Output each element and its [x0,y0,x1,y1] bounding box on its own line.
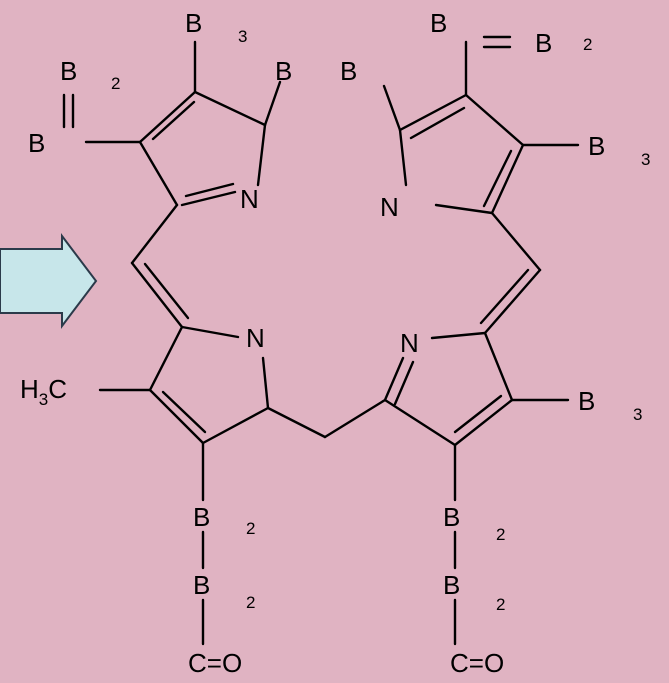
bond [490,211,542,272]
nitrogen-label: N [246,323,265,353]
glyph-label: B [340,56,357,86]
bond [201,406,270,445]
bond [383,356,405,402]
bond [261,356,270,410]
nitrogen-label: N [240,184,259,214]
nitrogen-label: N [380,192,399,222]
bond [409,106,466,140]
bond [490,143,525,215]
bond [479,268,530,325]
bond [148,325,184,392]
glyph-label: B [443,502,460,532]
glyph-label: B [535,28,552,58]
bond [464,93,525,147]
glyph-label: B [28,128,45,158]
subscript-label: 3 [633,405,642,424]
bond [398,93,468,132]
bond [130,203,179,265]
carbonyl-label: C=O [450,648,504,678]
methyl-label: H3C [20,374,67,409]
bond [180,190,237,207]
bond [434,203,494,215]
glyph-label: B [60,56,77,86]
bond [256,123,267,187]
bond [430,331,487,340]
bond [483,331,514,402]
bond-lines [62,35,580,646]
bond [151,100,196,141]
bond [138,90,197,144]
bond [323,398,387,439]
bond [138,140,179,207]
subscript-label: 2 [496,595,505,614]
bond [130,261,184,329]
subscript-label: 2 [246,519,255,538]
nitrogen-label: N [400,328,419,358]
glyph-label: B [588,131,605,161]
bond [383,398,457,447]
bond [143,262,190,320]
subscript-label: 2 [583,35,592,54]
bond [382,84,402,132]
bond [398,128,408,187]
subscript-label: 3 [641,150,650,169]
glyph-label: B [430,8,447,38]
glyph-label: B [193,502,210,532]
bond [266,406,327,439]
bond [483,268,542,335]
bond [161,390,207,434]
glyph-label: B [443,570,460,600]
bond [453,398,514,447]
right-arrow-icon [0,233,98,329]
bond [393,360,415,406]
subscript-label: 2 [111,74,120,93]
bond [180,325,240,339]
subscript-label: 2 [246,593,255,612]
bond [482,149,513,208]
glyph-label: B [185,8,202,38]
glyph-label: B [578,386,595,416]
bond [263,80,282,127]
subscript-label: 3 [238,27,247,46]
carbonyl-label: C=O [188,648,242,678]
atom-labels: N N N N B 3 B B 2 B B B B 2 B 3 H3C B 3 … [20,8,650,678]
subscript-label: 2 [496,525,505,544]
bond [193,90,267,127]
glyph-label: B [275,56,292,86]
bond [184,182,235,198]
bond [453,394,503,434]
bond [148,388,205,445]
glyph-label: B [193,570,210,600]
